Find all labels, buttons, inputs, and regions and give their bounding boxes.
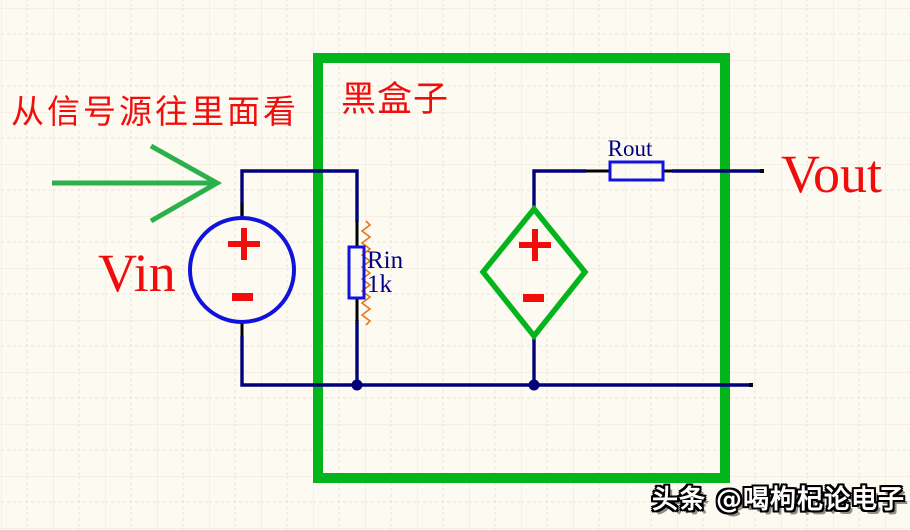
rin-designator: Rin	[367, 247, 404, 274]
vin-source-circle	[188, 216, 296, 324]
wire-vin-top	[240, 169, 359, 222]
black-box-outline	[313, 53, 730, 483]
wires	[240, 169, 761, 387]
vin-label: Vin	[98, 243, 176, 303]
vin-plus-icon	[228, 228, 260, 260]
rin-zigzag-icon	[360, 220, 372, 326]
dependent-source-plus-icon	[519, 229, 551, 261]
watermark-text: 头条 @喝枸杞论电子	[651, 485, 905, 515]
junction-dot-source	[528, 379, 540, 391]
black-box-label: 黑盒子	[341, 80, 450, 119]
rin-value: 1k	[367, 271, 393, 298]
vin-minus-icon	[232, 293, 253, 301]
output-port-tick	[760, 169, 764, 173]
view-note-label: 从信号源往里面看	[11, 95, 299, 131]
bottom-port-tick	[749, 383, 753, 387]
rout-designator: Rout	[608, 136, 653, 161]
dependent-source-diamond	[479, 204, 589, 341]
dependent-source-minus-icon	[523, 294, 544, 302]
rout-resistor-body	[608, 160, 665, 182]
rin-resistor-body	[347, 245, 366, 300]
junction-dot-rin	[351, 379, 363, 391]
wire-source-top	[532, 169, 586, 209]
pin-stubs	[240, 169, 672, 336]
vout-label: Vout	[781, 144, 883, 204]
wire-bottom-rail	[240, 336, 750, 387]
arrow-icon	[52, 143, 223, 224]
